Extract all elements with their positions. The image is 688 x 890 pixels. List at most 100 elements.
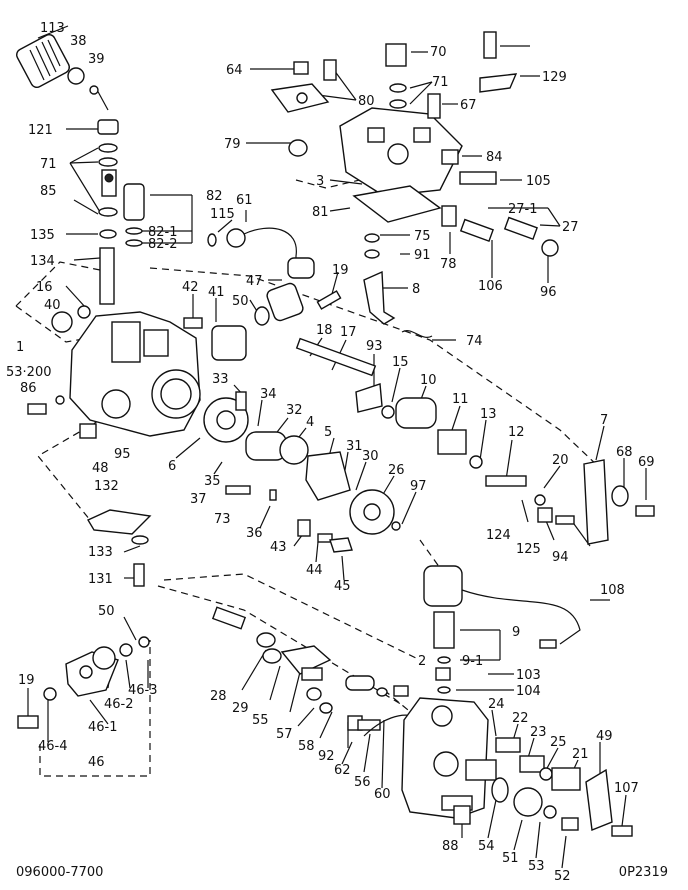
callout: 50: [232, 294, 249, 309]
callout: 2: [418, 654, 426, 669]
callout: 135: [30, 228, 55, 243]
callout: 108: [600, 583, 625, 598]
callout: 29: [232, 701, 249, 716]
callout: 42: [182, 280, 199, 295]
callout: 70: [430, 45, 447, 60]
callout: 61: [236, 193, 253, 208]
part-lever-132: [86, 509, 152, 587]
callout: 97: [410, 479, 427, 494]
callout: 75: [414, 229, 431, 244]
callout: 71: [432, 75, 449, 90]
callout-labels: 113 38 39 121 71 85 82 82-1 82-2 135 134…: [6, 21, 655, 884]
callout: 19: [332, 263, 349, 278]
part-flyweights: [203, 391, 401, 553]
callout: 38: [70, 34, 87, 49]
callout: 113: [40, 21, 65, 36]
callout: 74: [466, 334, 483, 349]
callout: 133: [88, 545, 113, 560]
callout: 51: [502, 851, 519, 866]
callout: 55: [252, 713, 269, 728]
leader-lines: [27, 25, 647, 869]
callout: 58: [298, 739, 315, 754]
callout: 27-1: [508, 202, 538, 217]
callout: 125: [516, 542, 541, 557]
callout: 53·200: [6, 365, 52, 380]
part-housing-1: [27, 305, 201, 439]
callout: 124: [486, 528, 511, 543]
callout: 4: [306, 415, 314, 430]
callout: 46-4: [38, 739, 68, 754]
callout: 93: [366, 339, 383, 354]
callout: 53: [528, 859, 545, 874]
callout: 1: [16, 340, 24, 355]
part-cap-121-stack: [97, 119, 145, 305]
callout: 68: [616, 445, 633, 460]
callout: 71: [40, 157, 57, 172]
callout: 54: [478, 839, 495, 854]
callout: 82-1: [148, 225, 178, 240]
callout: 41: [208, 285, 225, 300]
callout: 18: [316, 323, 333, 338]
callout: 80: [358, 94, 375, 109]
callout: 35: [204, 474, 221, 489]
callout: 52: [554, 869, 571, 884]
callout: 6: [168, 459, 176, 474]
callout: 11: [452, 392, 469, 407]
callout: 34: [260, 387, 277, 402]
part-shafts-mid: [183, 282, 527, 487]
callout: 33: [212, 372, 229, 387]
callout: 28: [210, 689, 227, 704]
part-top-fittings: [270, 31, 559, 325]
callout: 36: [246, 526, 263, 541]
callout: 88: [442, 839, 459, 854]
callout: 46: [88, 755, 105, 770]
callout: 81: [312, 205, 329, 220]
part-valve-body-2: [401, 697, 633, 837]
callout: 56: [354, 775, 371, 790]
callout: 17: [340, 325, 357, 340]
callout: 104: [516, 684, 541, 699]
callout: 105: [526, 174, 551, 189]
callout: 46-2: [104, 697, 134, 712]
callout: 84: [486, 150, 503, 165]
callout: 24: [488, 697, 505, 712]
callout: 44: [306, 563, 323, 578]
callout: 85: [40, 184, 57, 199]
callout: 10: [420, 373, 437, 388]
callout: 5: [324, 425, 332, 440]
part-lower-seals: [211, 606, 419, 737]
callout: 82-2: [148, 237, 178, 252]
callout: 9-1: [462, 654, 483, 669]
callout: 13: [480, 407, 497, 422]
callout: 91: [414, 248, 431, 263]
callout: 57: [276, 727, 293, 742]
callout: 92: [318, 749, 335, 764]
callout: 67: [460, 98, 477, 113]
callout: 25: [550, 735, 567, 750]
callout: 134: [30, 254, 55, 269]
callout: 32: [286, 403, 303, 418]
part-solenoid-61: [207, 227, 315, 279]
callout: 46-3: [128, 683, 158, 698]
callout: 40: [44, 298, 61, 313]
callout: 12: [508, 425, 525, 440]
callout: 86: [20, 381, 37, 396]
callout: 39: [88, 52, 105, 67]
callout: 23: [530, 725, 547, 740]
part-bracket-7: [534, 459, 655, 545]
callout: 37: [190, 492, 207, 507]
callout: 94: [552, 550, 569, 565]
callout: 45: [334, 579, 351, 594]
callout: 82: [206, 189, 223, 204]
callout: 47: [246, 274, 263, 289]
callout: 19: [18, 673, 35, 688]
callout: 69: [638, 455, 655, 470]
callout: 31: [346, 439, 363, 454]
callout: 106: [478, 279, 503, 294]
callout: 107: [614, 781, 639, 796]
callout: 46-1: [88, 720, 118, 735]
callout: 60: [374, 787, 391, 802]
callout: 79: [224, 137, 241, 152]
